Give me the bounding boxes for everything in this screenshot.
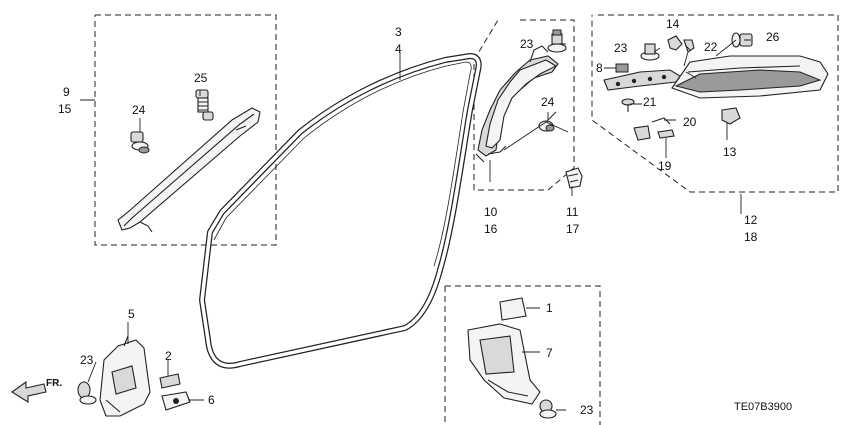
callout-26: 26 (766, 30, 780, 44)
retainer-clip (633, 125, 651, 141)
center-pillar-garnish (475, 45, 559, 163)
callout-20: 20 (683, 115, 697, 129)
clip-26 (731, 32, 753, 48)
callout-1: 1 (546, 301, 553, 315)
callout-17: 17 (566, 222, 580, 236)
clip-23-lower-left (77, 381, 97, 405)
callout-14: 14 (666, 17, 680, 31)
callout-19: 19 (658, 159, 672, 173)
front-pillar-garnish (117, 107, 261, 233)
callout-21: 21 (643, 95, 657, 109)
callout-10: 10 (484, 205, 498, 219)
clip-13 (721, 107, 741, 125)
callout-23-rear: 23 (614, 41, 628, 55)
callout-24-front: 24 (132, 103, 146, 117)
clip-23-lower-right (539, 399, 557, 419)
clip-14 (667, 35, 683, 51)
callout-16: 16 (484, 222, 498, 236)
callout-25: 25 (194, 71, 208, 85)
bracket-8 (603, 63, 681, 91)
callout-7: 7 (546, 346, 553, 360)
group-box-lower-trim (445, 285, 601, 425)
front-direction-arrow (11, 380, 47, 403)
door-opening-weatherstrip (199, 53, 482, 369)
callout-6: 6 (208, 393, 215, 407)
callout-11: 11 (566, 205, 579, 219)
callout-24-center: 24 (541, 95, 555, 109)
callout-12: 12 (744, 213, 758, 227)
leaders-rear (683, 39, 737, 79)
clip-19 (657, 129, 675, 139)
callout-13: 13 (723, 145, 737, 159)
leader-24-center (503, 111, 569, 151)
rear-kick-panel (467, 323, 541, 405)
callout-3: 3 (395, 25, 402, 39)
plug-6 (161, 391, 191, 411)
front-kick-panel (99, 335, 151, 417)
leaders (80, 39, 751, 411)
label-1 (499, 297, 527, 321)
group-box-front-pillar (94, 14, 277, 246)
clip-23-rear (640, 43, 660, 61)
callout-8: 8 (596, 61, 603, 75)
clip-22 (683, 39, 695, 53)
callout-18: 18 (744, 230, 758, 244)
callout-5: 5 (128, 307, 135, 321)
callout-15: 15 (58, 102, 72, 116)
callout-22: 22 (704, 40, 718, 54)
clip-20 (651, 117, 671, 125)
front-arrow-label: FR. (46, 378, 62, 389)
screw-21 (621, 98, 635, 112)
callout-2: 2 (165, 349, 172, 363)
callout-23-lower-left: 23 (80, 353, 94, 367)
clip-23-center (547, 29, 567, 53)
clip-11-17 (565, 167, 583, 189)
rear-pillar-garnish (671, 55, 829, 99)
caution-label-2 (159, 373, 181, 389)
callout-9: 9 (63, 85, 70, 99)
group-box-rear-pillar (591, 14, 839, 193)
callout-23-lower-right: 23 (580, 403, 594, 417)
callout-4: 4 (395, 42, 402, 56)
callout-23-center: 23 (520, 37, 534, 51)
catalog-code: TE07B3900 (734, 401, 792, 413)
retaining-clip-25 (195, 89, 214, 121)
clip-24-front (130, 131, 150, 154)
